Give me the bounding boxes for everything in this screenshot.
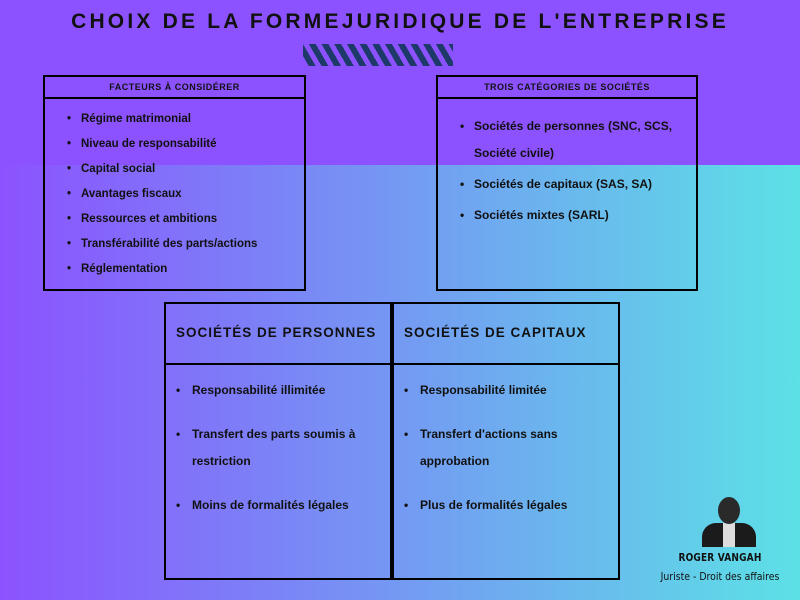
page-title: CHOIX DE LA FORMEJURIDIQUE DE L'ENTREPRI…: [71, 10, 729, 33]
author-role: Juriste - Droit des affaires: [660, 570, 780, 583]
factors-heading: FACTEURS À CONSIDÉRER: [45, 77, 304, 99]
list-item: Niveau de responsabilité: [67, 138, 304, 163]
list-item: Transfert des parts soumis à restriction: [176, 421, 390, 475]
author-name: ROGER VANGAH: [678, 551, 762, 564]
list-item: Transférabilité des parts/actions: [67, 238, 304, 263]
list-item: Responsabilité illimitée: [176, 377, 390, 404]
list-item: Plus de formalités légales: [404, 492, 618, 519]
column-heading: SOCIÉTÉS DE PERSONNES: [166, 304, 390, 365]
list-item: Transfert d'actions sans approbation: [404, 421, 618, 475]
societes-personnes-column: SOCIÉTÉS DE PERSONNES Responsabilité ill…: [164, 302, 392, 580]
list-item: Avantages fiscaux: [67, 188, 304, 213]
author-photo: [700, 495, 758, 547]
list-item: Réglementation: [67, 263, 304, 288]
column-heading: SOCIÉTÉS DE CAPITAUX: [394, 304, 618, 365]
list-item: Capital social: [67, 163, 304, 188]
list-item: Responsabilité limitée: [404, 377, 618, 404]
list-item: Moins de formalités légales: [176, 492, 390, 519]
list-item: Ressources et ambitions: [67, 213, 304, 238]
list-item: Sociétés de personnes (SNC, SCS, Société…: [460, 113, 696, 167]
societes-capitaux-column: SOCIÉTÉS DE CAPITAUX Responsabilité limi…: [392, 302, 620, 580]
categories-heading: TROIS CATÉGORIES DE SOCIÉTÉS: [438, 77, 696, 99]
list-item: Sociétés de capitaux (SAS, SA): [460, 171, 696, 198]
list-item: Sociétés mixtes (SARL): [460, 202, 696, 229]
list-item: Régime matrimonial: [67, 113, 304, 138]
decorative-stripes: [303, 44, 453, 66]
factors-box: FACTEURS À CONSIDÉRER Régime matrimonial…: [43, 75, 306, 291]
categories-box: TROIS CATÉGORIES DE SOCIÉTÉS Sociétés de…: [436, 75, 698, 291]
